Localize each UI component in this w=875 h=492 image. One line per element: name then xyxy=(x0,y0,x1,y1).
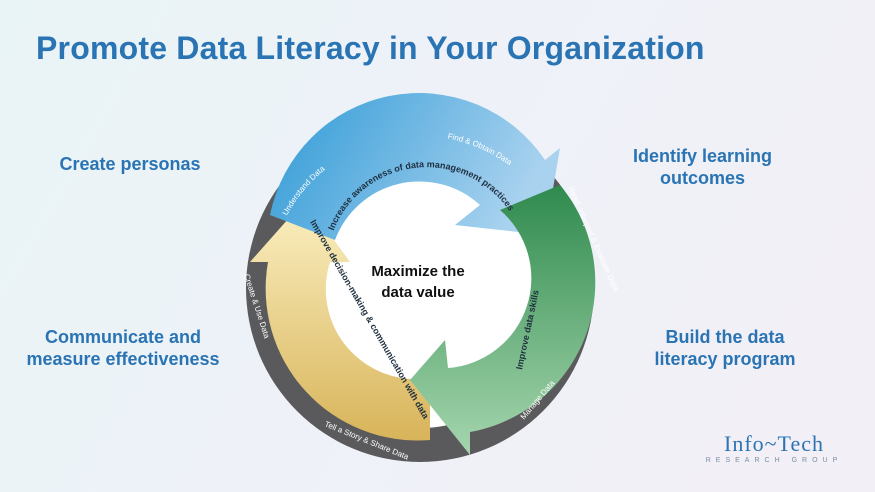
center-text-line-1: Maximize the xyxy=(371,263,464,280)
yellow-arrow xyxy=(250,200,430,441)
logo-sub-text: RESEARCH GROUP xyxy=(705,457,843,464)
label-communicate-measure: Communicate and measure effectiveness xyxy=(26,327,220,369)
info-tech-logo: Info~Tech RESEARCH GROUP xyxy=(704,431,844,465)
label-identify-learning-outcomes: Identify learning outcomes xyxy=(632,146,773,188)
green-arrow xyxy=(410,185,596,455)
center-text-line-2: data value xyxy=(381,284,454,301)
label-build-program: Build the data literacy program xyxy=(654,327,796,369)
logo-main-text: Info~Tech xyxy=(724,431,824,456)
blue-arrow xyxy=(270,93,560,241)
page-title: Promote Data Literacy in Your Organizati… xyxy=(36,30,705,66)
label-create-personas: Create personas xyxy=(59,154,201,174)
